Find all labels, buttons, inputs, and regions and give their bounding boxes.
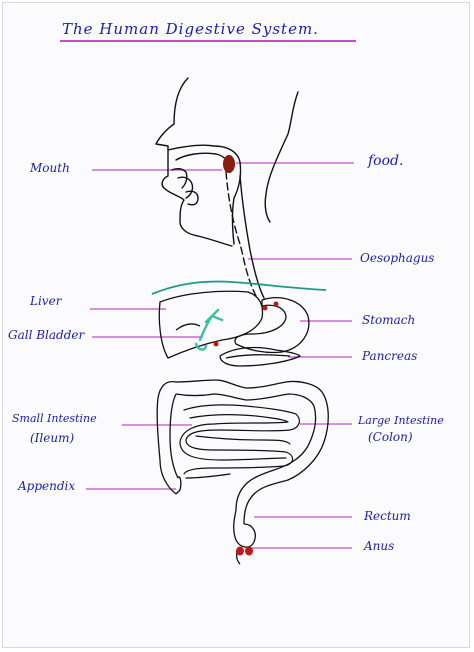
- label-mouth: Mouth: [30, 161, 70, 175]
- label-appendix: Appendix: [18, 479, 76, 493]
- pancreas-outline: [219, 346, 301, 367]
- head-outline: [155, 77, 299, 299]
- label-liver: Liver: [30, 294, 62, 308]
- anus-dots: [236, 546, 253, 556]
- label-food: food.: [368, 153, 404, 169]
- liver-outline: [158, 290, 264, 359]
- upper-organs: [158, 290, 310, 367]
- page-title: The Human Digestive System.: [62, 20, 319, 38]
- food-bolus: [223, 155, 235, 173]
- label-colon: (Colon): [368, 430, 413, 444]
- pointer-lines: [86, 162, 354, 549]
- small-intestine: [179, 404, 300, 479]
- label-small-intestine: Small Intestine: [12, 412, 97, 425]
- stomach-outline: [234, 297, 310, 354]
- label-anus: Anus: [364, 539, 395, 553]
- label-ileum: (Ileum): [30, 431, 75, 445]
- label-rectum: Rectum: [364, 509, 411, 523]
- large-intestine: [156, 379, 329, 565]
- title-underline: [60, 40, 356, 42]
- label-stomach: Stomach: [362, 313, 416, 327]
- label-large-intestine: Large Intestine: [358, 414, 444, 427]
- diaphragm: [151, 280, 327, 295]
- label-gall-bladder: Gall Bladder: [8, 328, 85, 342]
- label-oesophagus: Oesophagus: [360, 251, 435, 265]
- gall-bladder: [194, 308, 224, 351]
- label-pancreas: Pancreas: [362, 349, 418, 363]
- food-dots: [213, 301, 279, 347]
